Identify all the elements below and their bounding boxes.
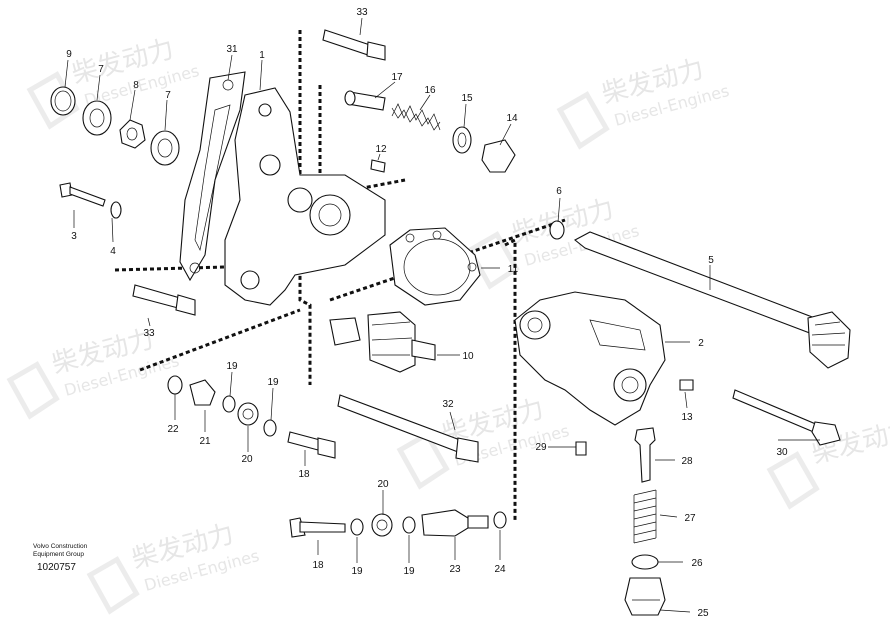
callout-29: 29 <box>535 442 547 453</box>
callout-5: 5 <box>708 255 714 266</box>
callout-16: 16 <box>424 85 436 96</box>
callout-18: 18 <box>312 560 324 571</box>
pump-housing[interactable] <box>224 87 386 306</box>
caption-group: Equipment Group <box>33 551 84 558</box>
o-ring-6[interactable] <box>549 220 565 240</box>
watermark-logo: 柴发动力 Diesel-Engines <box>86 519 261 615</box>
callout-9: 9 <box>66 49 72 60</box>
caption-block: Volvo Construction Equipment Group 10207… <box>33 543 88 573</box>
spring-27[interactable] <box>633 489 657 544</box>
drawing-number: 1020757 <box>37 562 76 573</box>
pin-12[interactable] <box>370 159 386 173</box>
callout-22: 22 <box>167 424 179 435</box>
bearing-7b[interactable] <box>150 130 180 166</box>
nipple-23[interactable] <box>421 509 489 537</box>
washer-22[interactable] <box>167 375 183 395</box>
bolt-32[interactable] <box>337 394 479 463</box>
fitting-21[interactable] <box>189 379 216 406</box>
callout-20: 20 <box>377 479 389 490</box>
watermark-logo: 柴发动力 Diesel-Engines <box>466 194 641 290</box>
bearing-7[interactable] <box>82 100 112 136</box>
callout-18: 18 <box>298 469 310 480</box>
washer-26[interactable] <box>631 554 659 570</box>
drive-shaft[interactable] <box>574 231 851 369</box>
guide-line <box>114 263 312 385</box>
pump-body[interactable] <box>514 291 666 426</box>
gear-shaft[interactable] <box>329 311 436 373</box>
callout-8: 8 <box>133 80 139 91</box>
bolt-top[interactable] <box>322 29 386 61</box>
bolt-3[interactable] <box>59 182 106 207</box>
washer-24[interactable] <box>493 511 507 529</box>
set-screw-29[interactable] <box>575 441 587 456</box>
nut-8[interactable] <box>119 119 146 149</box>
spring-16[interactable] <box>391 103 441 131</box>
washer-19d[interactable] <box>402 516 416 534</box>
plug-25[interactable] <box>624 577 666 616</box>
callout-3: 3 <box>71 231 77 242</box>
watermark-logo: 柴发动力 Diesel-Engines <box>6 324 181 420</box>
callout-25: 25 <box>697 608 709 619</box>
callout-10: 10 <box>462 351 474 362</box>
washer-15[interactable] <box>452 126 472 154</box>
banjo-bolt-18b[interactable] <box>289 517 346 538</box>
banjo-bolt-18a[interactable] <box>287 431 336 459</box>
callout-32: 32 <box>442 399 454 410</box>
callout-1: 1 <box>259 50 265 61</box>
callout-19: 19 <box>267 377 279 388</box>
washer-19c[interactable] <box>350 518 364 536</box>
callout-4: 4 <box>110 246 116 257</box>
callout-7: 7 <box>98 64 104 75</box>
cover-gasket[interactable] <box>389 227 481 306</box>
valve-28[interactable] <box>634 427 656 483</box>
callouts: 9 7 8 7 31 1 33 17 16 15 14 12 3 4 6 5 1… <box>66 7 788 619</box>
callout-17: 17 <box>391 72 403 83</box>
callout-19: 19 <box>226 361 238 372</box>
washer-4[interactable] <box>110 201 122 219</box>
callout-27: 27 <box>684 513 696 524</box>
callout-12: 12 <box>375 144 387 155</box>
callout-28: 28 <box>681 456 693 467</box>
callout-2: 2 <box>698 338 704 349</box>
callout-6: 6 <box>556 186 562 197</box>
pin-13[interactable] <box>679 379 694 391</box>
guide-line <box>504 237 517 520</box>
watermark-logo: 柴发动力 Diesel-Engines <box>556 54 731 150</box>
callout-33: 33 <box>143 328 155 339</box>
guide-line <box>139 308 301 372</box>
callout-19: 19 <box>351 566 363 577</box>
callout-33: 33 <box>356 7 368 18</box>
callout-20: 20 <box>241 454 253 465</box>
ring-9[interactable] <box>50 86 76 116</box>
spacer-20a[interactable] <box>237 402 259 426</box>
callout-7: 7 <box>165 90 171 101</box>
spacer-20b[interactable] <box>371 513 393 537</box>
callout-11: 11 <box>508 264 519 275</box>
guide-line <box>329 218 566 302</box>
callout-14: 14 <box>506 113 518 124</box>
bolt-30[interactable] <box>732 389 841 446</box>
washer-19a[interactable] <box>222 395 236 413</box>
washer-19b[interactable] <box>263 419 277 437</box>
callout-21: 21 <box>199 436 211 447</box>
callout-13: 13 <box>681 412 693 423</box>
watermark-logo: 柴发动力 Diesel-Engines <box>26 34 201 130</box>
callout-24: 24 <box>494 564 506 575</box>
callout-15: 15 <box>461 93 473 104</box>
callout-26: 26 <box>691 558 703 569</box>
callout-19: 19 <box>403 566 415 577</box>
housing-gasket[interactable] <box>179 71 246 282</box>
callout-30: 30 <box>776 447 788 458</box>
watermark-logo: 柴发动力 Diesel-Engines <box>396 394 571 490</box>
bolt-left[interactable] <box>132 284 196 316</box>
callout-31: 31 <box>226 44 238 55</box>
plunger-17[interactable] <box>344 90 386 111</box>
callout-23: 23 <box>449 564 461 575</box>
leader-lines <box>64 17 820 613</box>
plug-14[interactable] <box>481 139 516 173</box>
caption-company: Volvo Construction <box>33 543 88 550</box>
